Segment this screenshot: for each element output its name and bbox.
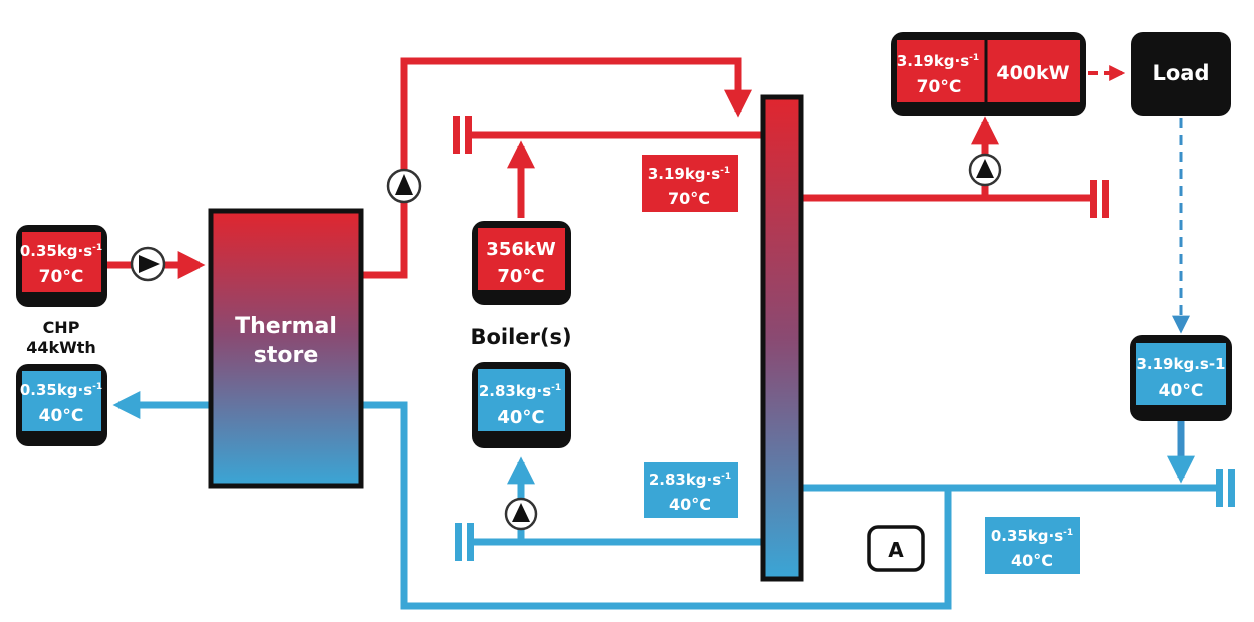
- header-hot-label: 3.19kg·s-1 70°C: [642, 155, 738, 212]
- load-power: 400kW: [996, 62, 1069, 84]
- boiler-power: 356kW: [486, 239, 556, 260]
- point-a-label: A: [888, 538, 904, 562]
- return-loop-pipe: [362, 401, 952, 610]
- load-return-temp: 40°C: [1159, 381, 1204, 401]
- chp-cold-flow: 0.35kg·s: [20, 381, 92, 399]
- boiler-cold-temp: 40°C: [497, 407, 544, 428]
- chp-cold-box: 0.35kg·s-1 40°C: [16, 364, 107, 446]
- return-flow: 0.35kg·s: [991, 527, 1063, 545]
- load-supply-flow: 3.19kg·s: [897, 52, 969, 70]
- svg-text:0.35kg·s-1: 0.35kg·s-1: [991, 527, 1073, 545]
- chp-hot-box: 0.35kg·s-1 70°C: [16, 225, 107, 307]
- header-hot-flow: 3.19kg·s: [648, 165, 720, 183]
- header-cold-flow-sup: -1: [721, 472, 731, 482]
- svg-text:3.19kg·s-1: 3.19kg·s-1: [648, 165, 730, 183]
- chp-name: CHP: [43, 318, 80, 337]
- load-supply-temp: 70°C: [917, 77, 962, 97]
- boiler-cold-flow-sup: -1: [551, 383, 561, 393]
- header-hot-temp: 70°C: [668, 189, 710, 208]
- chp-hot-temp: 70°C: [39, 267, 84, 287]
- distribution-header: [760, 94, 804, 582]
- svg-text:2.83kg·s-1: 2.83kg·s-1: [649, 471, 731, 489]
- boiler-name: Boiler(s): [470, 325, 571, 349]
- pump-icon: [968, 153, 1002, 187]
- load-supply-flow-sup: -1: [969, 53, 979, 63]
- chp-cold-temp: 40°C: [39, 406, 84, 426]
- load-return-flow: 3.19kg.s-1: [1136, 355, 1225, 373]
- svg-text:2.83kg·s-1: 2.83kg·s-1: [479, 382, 561, 400]
- load-return-box: 3.19kg.s-1 40°C: [1130, 335, 1232, 421]
- thermal-store: Thermal store: [208, 208, 364, 489]
- header-cold-temp: 40°C: [669, 495, 711, 514]
- thermal-store-label-line1: Thermal: [235, 314, 337, 339]
- pump-icon: [386, 168, 422, 204]
- pipe-cap-icon: [453, 116, 1109, 218]
- chp-rating: 44kWth: [26, 338, 96, 357]
- load-box: Load: [1131, 32, 1231, 116]
- pump-icon: [504, 497, 538, 531]
- pipe-cap-icon: [455, 469, 1235, 561]
- header-cold-flow: 2.83kg·s: [649, 471, 721, 489]
- header-hot-flow-sup: -1: [720, 166, 730, 176]
- svg-text:0.35kg·s-1: 0.35kg·s-1: [20, 381, 102, 399]
- return-label: 0.35kg·s-1 40°C: [985, 517, 1080, 574]
- pump-icon: [130, 246, 166, 282]
- boiler-cold-box: 2.83kg·s-1 40°C: [472, 362, 571, 448]
- boiler-cold-flow: 2.83kg·s: [479, 382, 551, 400]
- svg-text:0.35kg·s-1: 0.35kg·s-1: [20, 242, 102, 260]
- chp-hot-flow-sup: -1: [92, 243, 102, 253]
- boiler-hot-box: 356kW 70°C: [472, 221, 571, 305]
- boiler-hot-temp: 70°C: [497, 266, 544, 287]
- chp-cold-flow-sup: -1: [92, 382, 102, 392]
- return-temp: 40°C: [1011, 551, 1053, 570]
- header-cold-label: 2.83kg·s-1 40°C: [644, 462, 738, 518]
- chp-hot-flow: 0.35kg·s: [20, 242, 92, 260]
- return-flow-sup: -1: [1063, 528, 1073, 538]
- load-label: Load: [1152, 61, 1209, 85]
- svg-text:3.19kg·s-1: 3.19kg·s-1: [897, 52, 979, 70]
- store-to-header-pipe: [362, 57, 752, 279]
- load-supply-box: 3.19kg·s-1 70°C 400kW: [891, 32, 1086, 116]
- thermal-store-label-line2: store: [254, 343, 319, 368]
- point-a-marker: A: [867, 525, 925, 572]
